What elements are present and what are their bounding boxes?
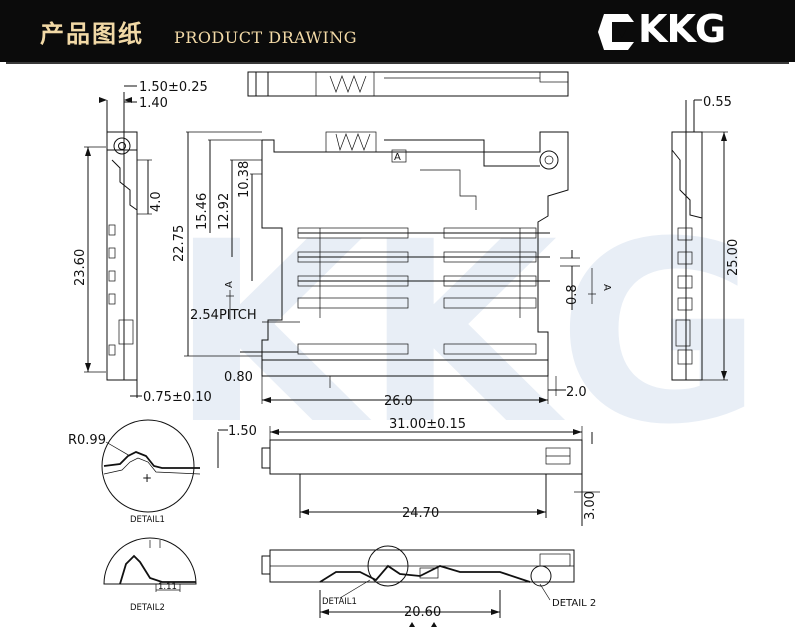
dim-31-00: 31.00±0.15 bbox=[389, 417, 466, 432]
top-elevation-view bbox=[247, 71, 569, 97]
watermark-text: KKG bbox=[170, 188, 763, 479]
section-a-label: A bbox=[394, 152, 401, 163]
dim-24-70: 24.70 bbox=[402, 506, 439, 521]
dim-0-80: 0.80 bbox=[224, 370, 253, 385]
section-a-left: A bbox=[224, 281, 235, 288]
detail-1: + R0.99 1.50 DETAIL1 bbox=[68, 419, 257, 525]
dim-23-60: 23.60 bbox=[73, 249, 88, 286]
detail2-ref: DETAIL 2 bbox=[552, 598, 596, 609]
header-bar: 产品图纸 PRODUCT DRAWING KKG bbox=[0, 0, 795, 62]
kkg-logo-icon bbox=[598, 14, 634, 50]
logo-text: KKG bbox=[638, 7, 726, 51]
main-plan-view: A bbox=[261, 131, 569, 388]
dim-22-75: 22.75 bbox=[172, 225, 187, 262]
right-side-view: 0.55 25.00 bbox=[671, 95, 741, 381]
header-divider bbox=[6, 62, 789, 64]
dim-12-92: 12.92 bbox=[217, 193, 232, 230]
main-view-dimensions: 22.75 15.46 12.92 10.38 A 2.54PITCH 0.80… bbox=[172, 131, 612, 409]
dim-1-11: 1.11 bbox=[158, 582, 177, 592]
left-side-view: 1.50±0.25 1.40 23.60 4.0 0.75±0.10 bbox=[73, 80, 212, 405]
dim-1-40: 1.40 bbox=[139, 96, 168, 111]
detail1-label: DETAIL1 bbox=[130, 515, 165, 525]
dim-1-50b: 1.50 bbox=[228, 424, 257, 439]
front-view-lower: DETAIL1 DETAIL 2 20.60 bbox=[261, 545, 596, 627]
dim-3-00: 3.00 bbox=[583, 491, 598, 520]
section-a-right: A bbox=[601, 284, 612, 291]
detail1-plus-mark: + bbox=[142, 471, 152, 485]
dim-20-60: 20.60 bbox=[404, 605, 441, 620]
front-view-upper: 31.00±0.15 24.70 3.00 bbox=[261, 417, 600, 526]
dim-r0-99: R0.99 bbox=[68, 433, 106, 448]
dim-4-0: 4.0 bbox=[149, 191, 164, 212]
detail1-ref: DETAIL1 bbox=[322, 597, 357, 607]
dim-0-55: 0.55 bbox=[703, 95, 732, 110]
dim-26-0: 26.0 bbox=[384, 394, 413, 409]
dim-0-8: 0.8 bbox=[565, 284, 580, 305]
header-title-cn: 产品图纸 bbox=[40, 20, 144, 48]
header-title-en: PRODUCT DRAWING bbox=[174, 28, 358, 47]
dim-0-75: 0.75±0.10 bbox=[143, 390, 212, 405]
dim-10-38: 10.38 bbox=[237, 161, 252, 198]
product-drawing: KKG 1.50±0.25 1.40 23.60 4.0 0.75 bbox=[68, 71, 763, 627]
dim-1-50: 1.50±0.25 bbox=[139, 80, 208, 95]
dim-15-46: 15.46 bbox=[195, 193, 210, 230]
detail2-label: DETAIL2 bbox=[130, 603, 165, 613]
dim-pitch: 2.54PITCH bbox=[190, 308, 257, 323]
dim-2-0: 2.0 bbox=[566, 385, 587, 400]
detail-2: 1.11 DETAIL2 bbox=[103, 537, 197, 613]
dim-25-00: 25.00 bbox=[726, 239, 741, 276]
